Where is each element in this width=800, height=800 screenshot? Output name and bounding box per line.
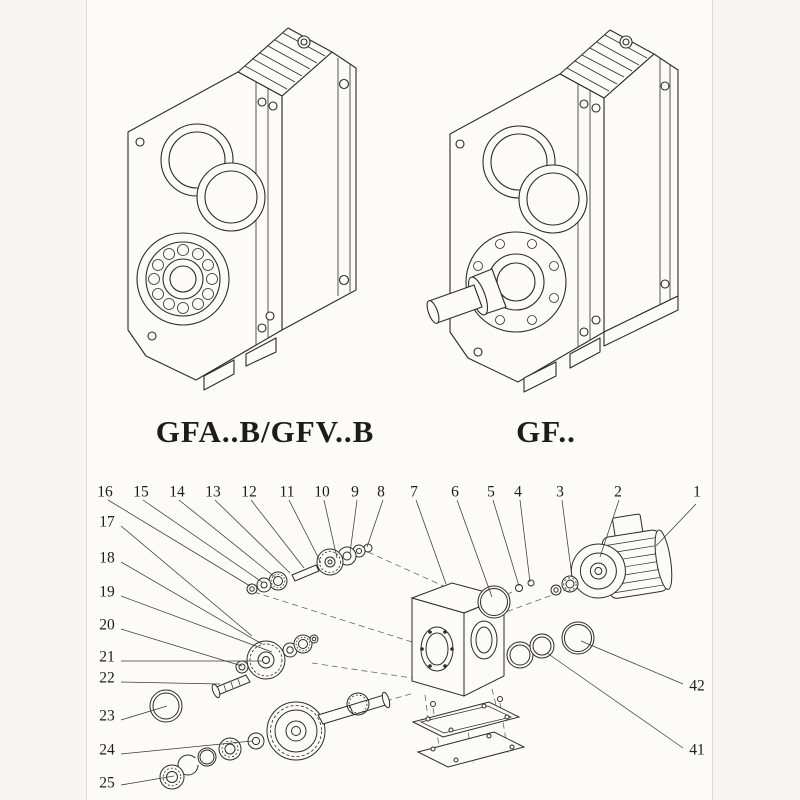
callout-14: 14 xyxy=(169,483,185,501)
callout-19: 19 xyxy=(99,583,115,601)
callout-41: 41 xyxy=(689,741,705,759)
callout-10: 10 xyxy=(314,483,330,501)
callout-42: 42 xyxy=(689,677,705,695)
gearbox-drawing-gf xyxy=(426,29,679,393)
side-ribs-right xyxy=(659,58,671,305)
page-margin-left xyxy=(0,0,87,800)
callout-2: 2 xyxy=(614,483,622,501)
callout-12: 12 xyxy=(241,483,257,501)
callout-22: 22 xyxy=(99,669,115,687)
gearbox-drawing-gfab xyxy=(127,27,357,391)
cooling-fins-left xyxy=(244,32,326,90)
callout-9: 9 xyxy=(351,483,359,501)
callout-15: 15 xyxy=(133,483,149,501)
callout-18: 18 xyxy=(99,549,115,567)
output-shaft-assembly xyxy=(159,691,391,790)
callout-21: 21 xyxy=(99,648,115,666)
electric-motor xyxy=(570,513,673,599)
callout-leader-lines xyxy=(107,499,697,786)
callout-17: 17 xyxy=(99,513,115,531)
callout-23: 23 xyxy=(99,707,115,725)
input-shaft-assembly xyxy=(246,543,373,595)
callout-13: 13 xyxy=(205,483,221,501)
model-label-gf: GF.. xyxy=(516,414,576,449)
callout-8: 8 xyxy=(377,483,385,501)
output-shaft xyxy=(426,268,507,324)
spline-hatch xyxy=(223,678,241,692)
callout-25: 25 xyxy=(99,774,115,792)
bearing-balls-left xyxy=(148,244,218,314)
side-ribs-left xyxy=(337,58,351,296)
output-side-rings xyxy=(506,621,595,669)
intermediate-gear-assembly xyxy=(149,634,319,723)
callout-3: 3 xyxy=(556,483,564,501)
callout-5: 5 xyxy=(487,483,495,501)
callout-4: 4 xyxy=(514,483,522,501)
callout-11: 11 xyxy=(279,483,295,501)
callout-6: 6 xyxy=(451,483,459,501)
callout-24: 24 xyxy=(99,741,115,759)
callout-20: 20 xyxy=(99,616,115,634)
callout-1: 1 xyxy=(693,483,701,501)
page-margin-right xyxy=(712,0,800,800)
model-label-gfab-gfvb: GFA..B/GFV..B xyxy=(155,414,375,449)
housing-bolt-dots xyxy=(420,630,454,668)
cover-plates xyxy=(411,696,526,768)
callout-7: 7 xyxy=(410,483,418,501)
input-side-parts xyxy=(477,575,579,619)
callout-16: 16 xyxy=(97,483,113,501)
exploded-diagram xyxy=(107,499,697,790)
